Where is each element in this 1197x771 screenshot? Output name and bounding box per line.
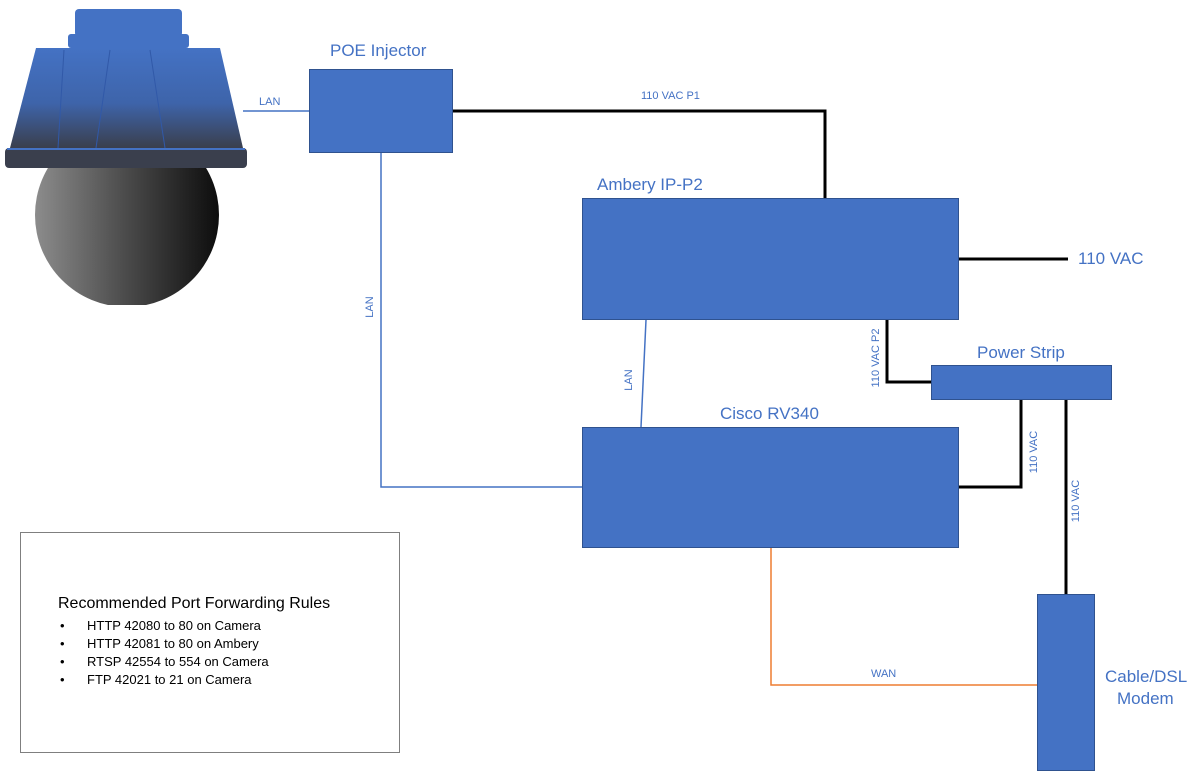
- strip-cisco-power-label: 110 VAC: [1028, 430, 1040, 474]
- ptz-dome-camera-icon: [5, 9, 247, 305]
- camera-poe-lan-label: LAN: [259, 96, 281, 108]
- modem-label-line1: Cable/DSL: [1105, 667, 1188, 686]
- ambery-pdu-box: [582, 198, 959, 320]
- list-item: FTP 42021 to 21 on Camera: [58, 671, 269, 689]
- poe-ambery-power-label: 110 VAC P1: [641, 90, 700, 102]
- ambery-cisco-lan-label: LAN: [623, 369, 635, 391]
- port-forwarding-list: HTTP 42080 to 80 on Camera HTTP 42081 to…: [58, 617, 269, 689]
- poe-injector-label: POE Injector: [330, 41, 427, 60]
- ambery-strip-power-label: 110 VAC P2: [870, 328, 882, 388]
- strip-modem-power-label: 110 VAC: [1070, 479, 1082, 523]
- ambery-strip-power-line: [885, 320, 931, 384]
- list-item: HTTP 42081 to 80 on Ambery: [58, 635, 269, 653]
- modem-box: [1037, 594, 1095, 771]
- power-strip-label: Power Strip: [977, 343, 1065, 362]
- ambery-pdu-label: Ambery IP-P2: [597, 175, 703, 194]
- power-strip-box: [931, 365, 1112, 400]
- poe-ambery-power-line: [453, 109, 827, 198]
- strip-cisco-power-line: [959, 400, 1023, 489]
- port-forwarding-notes: Recommended Port Forwarding Rules HTTP 4…: [20, 532, 400, 753]
- cisco-router-label: Cisco RV340: [720, 404, 819, 423]
- cisco-modem-wan-label: WAN: [871, 668, 897, 680]
- poe-cisco-lan-label: LAN: [364, 296, 376, 318]
- notes-title: Recommended Port Forwarding Rules: [58, 595, 331, 612]
- cisco-router-box: [582, 427, 959, 548]
- ambery-cisco-lan-line: [640, 319, 647, 428]
- modem-label-line2: Modem: [1117, 689, 1174, 708]
- poe-cisco-lan-line: [380, 153, 582, 488]
- cisco-modem-wan-line: [770, 548, 1037, 686]
- poe-injector-box: [309, 69, 453, 153]
- list-item: HTTP 42080 to 80 on Camera: [58, 617, 269, 635]
- ambery-mains-label: 110 VAC: [1078, 249, 1144, 268]
- list-item: RTSP 42554 to 554 on Camera: [58, 653, 269, 671]
